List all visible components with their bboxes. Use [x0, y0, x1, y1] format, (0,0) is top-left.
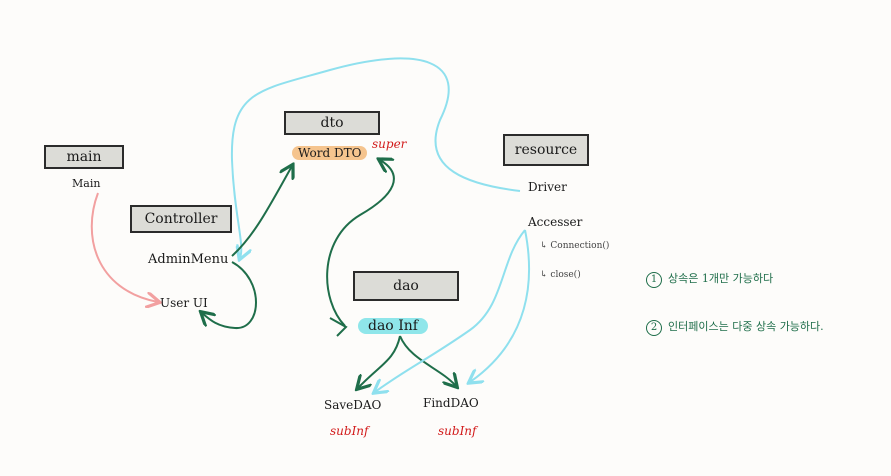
daoinf-to-worddto-arrow: [326, 160, 395, 327]
class-accesser: Accesser: [528, 215, 583, 229]
accesser-to-finddao-line: [470, 229, 530, 382]
package-resource: resource: [503, 134, 589, 166]
note-1-number: 1: [646, 272, 662, 288]
method-close: ↳ close(): [540, 270, 581, 280]
class-worddto: Word DTO: [292, 146, 368, 160]
package-main: main: [44, 145, 124, 169]
accesser-to-savedao-line: [375, 229, 526, 392]
package-dao: dao: [353, 271, 459, 301]
annotation-super: super: [372, 137, 407, 151]
adminmenu-to-worddto-arrow: [231, 166, 292, 257]
daoinf-to-savedao-arrow: [358, 335, 401, 388]
class-savedao: SaveDAO: [324, 398, 382, 412]
note-2: 2 인터페이스는 다중 상속 가능하다.: [646, 318, 824, 336]
package-dto: dto: [284, 111, 380, 135]
annotation-subinf-save: subInf: [330, 424, 369, 438]
method-connection: ↳ Connection(): [540, 241, 610, 251]
daoinf-arrowhead: [329, 317, 348, 337]
class-userui: User UI: [160, 296, 208, 310]
annotation-subinf-find: subInf: [438, 424, 477, 438]
class-finddao: FindDAO: [423, 396, 479, 410]
class-daoinf: dao Inf: [358, 318, 428, 334]
note-2-number: 2: [646, 320, 662, 336]
note-2-text: 인터페이스는 다중 상속 가능하다.: [668, 320, 824, 333]
driver-to-adminmenu-line: [230, 57, 521, 258]
class-driver: Driver: [528, 180, 567, 194]
main-to-userui-arrow: [90, 192, 158, 302]
class-adminmenu: AdminMenu: [148, 252, 229, 267]
daoinf-to-finddao-arrow: [399, 335, 456, 386]
class-main: Main: [72, 177, 101, 190]
note-1: 1 상속은 1개만 가능하다: [646, 270, 773, 288]
package-controller: Controller: [130, 205, 232, 233]
adminmenu-to-userui-arrow: [202, 261, 257, 330]
note-1-text: 상속은 1개만 가능하다: [668, 272, 774, 285]
